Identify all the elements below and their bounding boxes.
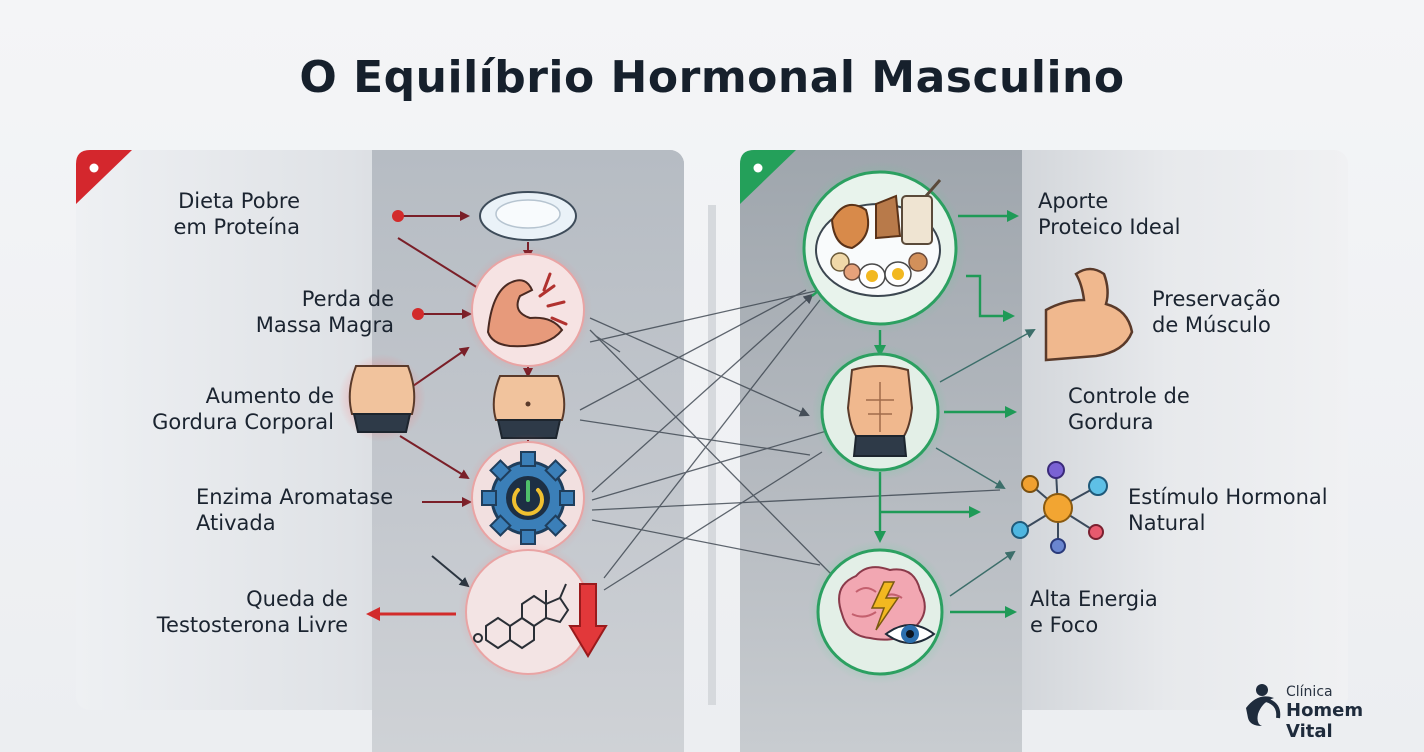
label-preservacao-musculo: Preservação de Músculo bbox=[1152, 287, 1281, 337]
cross-connections bbox=[579, 289, 1001, 591]
positive-cross-arrows bbox=[935, 329, 1036, 597]
food-plate-icon bbox=[794, 162, 966, 334]
hormone-network-icon bbox=[1011, 461, 1108, 554]
label-dieta-pobre: Dieta Pobre em Proteína bbox=[173, 189, 300, 239]
positive-chain-arrows bbox=[811, 210, 1019, 618]
brand-line1: Clínica bbox=[1286, 684, 1333, 700]
dieta-start-dot bbox=[392, 210, 404, 222]
label-queda-testosterona: Queda de Testosterona Livre bbox=[156, 587, 348, 637]
flexed-arm-icon bbox=[1044, 267, 1134, 362]
steroid-molecule-icon bbox=[458, 542, 608, 682]
label-perda-massa: Perda de Massa Magra bbox=[255, 287, 394, 337]
power-gear-icon bbox=[464, 434, 592, 562]
torso-icon bbox=[812, 344, 948, 480]
plate-icon bbox=[479, 191, 577, 241]
clinic-brand: Clínica Homem Vital bbox=[1238, 682, 1408, 742]
muscle-damage-icon bbox=[464, 246, 592, 374]
page-title: O Equilíbrio Hormonal Masculino bbox=[299, 52, 1125, 103]
clinic-logo-icon bbox=[1246, 684, 1281, 726]
label-controle-gordura: Controle de Gordura bbox=[1068, 384, 1190, 434]
negative-corner-tab bbox=[76, 150, 132, 204]
belly-icon-left bbox=[338, 354, 426, 442]
brand-line2: Homem Vital bbox=[1286, 700, 1364, 742]
label-aporte-proteico: Aporte Proteico Ideal bbox=[1038, 189, 1181, 239]
label-enzima-aromatase: Enzima Aromatase Ativada bbox=[196, 485, 394, 535]
label-aumento-gordura: Aumento de Gordura Corporal bbox=[152, 384, 334, 434]
label-alta-energia: Alta Energia e Foco bbox=[1030, 587, 1158, 637]
belly-icon bbox=[492, 375, 566, 439]
perda-start-dot bbox=[412, 308, 424, 320]
positive-corner-tab bbox=[740, 150, 796, 204]
brain-eye-icon bbox=[808, 540, 952, 684]
label-estimulo-hormonal: Estímulo Hormonal Natural bbox=[1128, 485, 1328, 535]
